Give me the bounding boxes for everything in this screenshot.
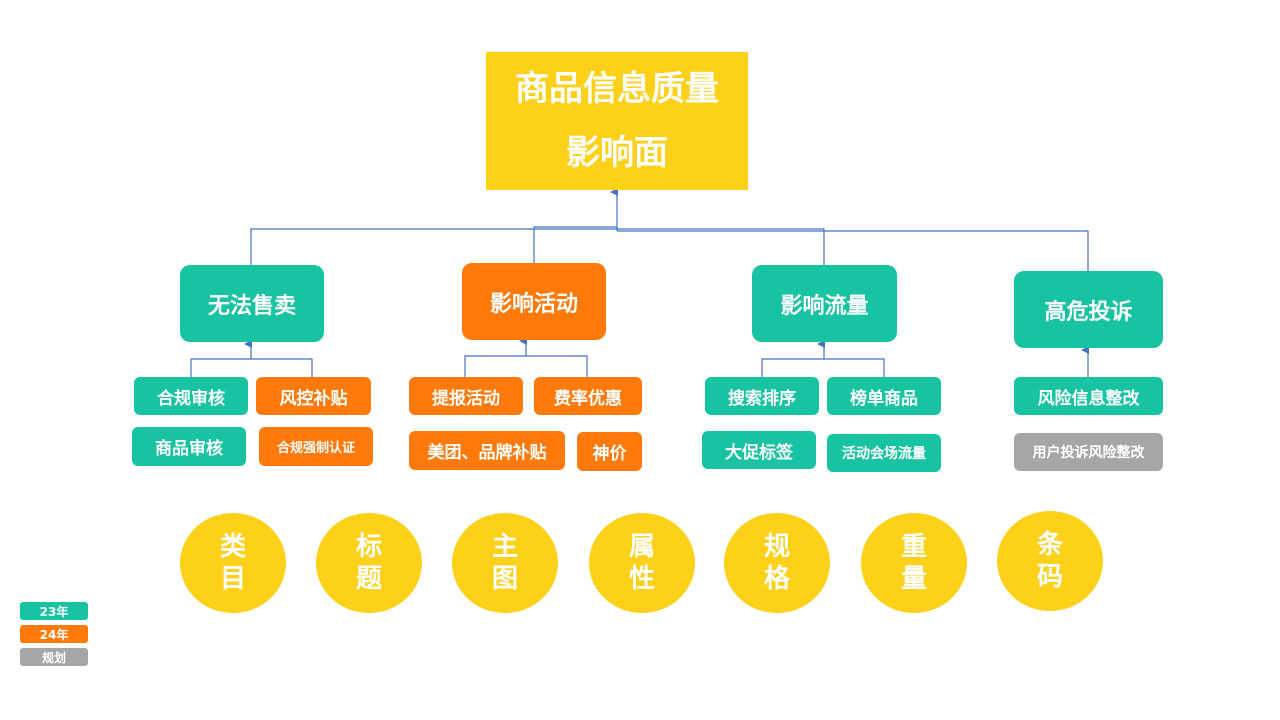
item-search-ranking: 搜索排序 bbox=[705, 377, 819, 415]
attribute-char: 量 bbox=[900, 564, 927, 594]
root-title-line-1: 商品信息质量 bbox=[515, 69, 719, 109]
category-affect-traffic: 影响流量 bbox=[752, 265, 897, 342]
attribute-spec: 规 格 bbox=[724, 513, 830, 613]
attribute-char: 目 bbox=[219, 564, 246, 594]
attribute-char: 规 bbox=[763, 532, 790, 562]
item-fee-discount: 费率优惠 bbox=[534, 377, 642, 415]
attribute-char: 标 bbox=[355, 532, 382, 562]
legend-planned: 规划 bbox=[20, 648, 88, 666]
attribute-barcode: 条 码 bbox=[997, 511, 1103, 611]
legend-2024: 24年 bbox=[20, 625, 88, 643]
link-cat-3-root bbox=[617, 228, 825, 266]
category-affect-activity: 影响活动 bbox=[462, 263, 606, 340]
attribute-char: 图 bbox=[491, 564, 518, 594]
attribute-property: 属 性 bbox=[589, 513, 695, 613]
link-items-cat-1 bbox=[190, 344, 313, 378]
item-risk-info-rectify: 风险信息整改 bbox=[1014, 377, 1163, 415]
attribute-char: 题 bbox=[355, 564, 382, 594]
link-cat-4-root bbox=[617, 230, 1089, 272]
attribute-weight: 重 量 bbox=[861, 513, 967, 613]
item-super-price: 神价 bbox=[577, 432, 642, 471]
link-cat-1-root bbox=[250, 228, 617, 266]
item-compliance-review: 合规审核 bbox=[134, 377, 248, 415]
attribute-char: 条 bbox=[1036, 530, 1063, 560]
attribute-char: 重 bbox=[900, 532, 927, 562]
item-compulsory-certification: 合规强制认证 bbox=[259, 427, 373, 466]
item-venue-traffic: 活动会场流量 bbox=[827, 434, 941, 472]
item-brand-subsidy: 美团、品牌补贴 bbox=[409, 431, 565, 470]
item-promotion-tag: 大促标签 bbox=[702, 431, 816, 469]
category-cannot-sell: 无法售卖 bbox=[180, 265, 324, 342]
item-submit-activity: 提报活动 bbox=[409, 377, 523, 415]
attribute-char: 性 bbox=[628, 564, 655, 594]
item-list-products: 榜单商品 bbox=[827, 377, 941, 415]
attribute-category: 类 目 bbox=[180, 513, 286, 613]
attribute-char: 格 bbox=[763, 564, 790, 594]
item-product-review: 商品审核 bbox=[132, 427, 246, 466]
link-items-cat-3 bbox=[761, 344, 885, 378]
item-complaint-risk-rectify: 用户投诉风险整改 bbox=[1014, 433, 1163, 471]
link-cat-2-root bbox=[533, 226, 617, 264]
attribute-char: 码 bbox=[1036, 562, 1063, 592]
category-high-risk-complaint: 高危投诉 bbox=[1014, 271, 1163, 348]
attribute-char: 属 bbox=[628, 532, 655, 562]
attribute-char: 类 bbox=[219, 532, 246, 562]
attribute-main-image: 主 图 bbox=[452, 513, 558, 613]
legend-2023: 23年 bbox=[20, 602, 88, 620]
root-node: 商品信息质量 影响面 bbox=[486, 52, 748, 190]
attribute-title: 标 题 bbox=[316, 513, 422, 613]
attribute-char: 主 bbox=[491, 532, 518, 562]
link-items-cat-2 bbox=[464, 341, 588, 378]
item-risk-subsidy: 风控补贴 bbox=[256, 377, 371, 415]
root-title-line-2: 影响面 bbox=[566, 133, 668, 173]
